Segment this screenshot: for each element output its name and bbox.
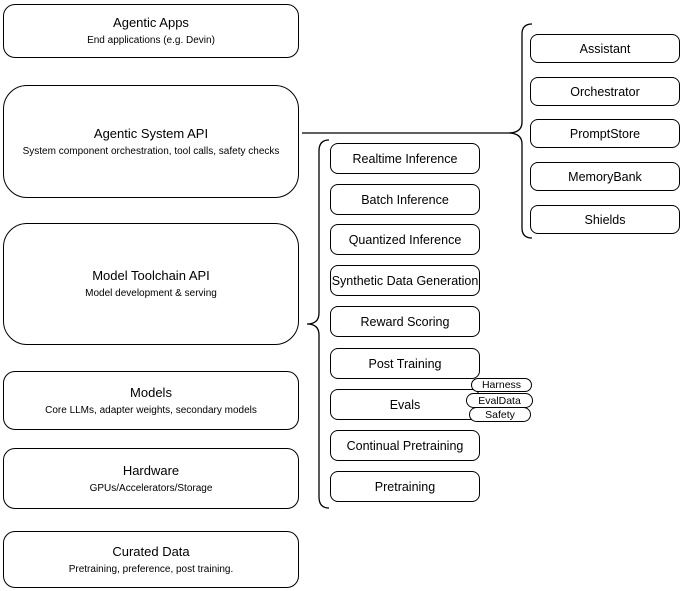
node-title: Model Toolchain API	[92, 268, 210, 283]
node-subtitle: End applications (e.g. Devin)	[87, 35, 215, 46]
node-title: Hardware	[122, 462, 180, 478]
node-agentic-apps: Agentic Apps End applications (e.g. Devi…	[3, 4, 299, 58]
node-title: Models	[130, 384, 172, 400]
brace-toolchain-items	[306, 139, 330, 509]
toolchain-item-continual-pretraining: Continual Pretraining	[330, 430, 480, 461]
brace-system-components	[507, 23, 533, 239]
node-hardware: Hardware GPUs/Accelerators/Storage	[3, 448, 299, 509]
node-curated-data: Curated Data Pretraining, preference, po…	[3, 531, 299, 588]
node-model-toolchain-api: Model Toolchain API Model development & …	[3, 223, 299, 345]
component-assistant: Assistant	[530, 34, 680, 63]
node-models: Models Core LLMs, adapter weights, secon…	[3, 371, 299, 430]
component-memorybank: MemoryBank	[530, 162, 680, 191]
toolchain-item-post-training: Post Training	[330, 348, 480, 379]
tag-safety: Safety	[469, 407, 531, 422]
node-label: PromptStore	[569, 126, 641, 141]
toolchain-item-quantized-inference: Quantized Inference	[330, 224, 480, 255]
toolchain-item-batch-inference: Batch Inference	[330, 184, 480, 215]
component-orchestrator: Orchestrator	[530, 77, 680, 106]
node-subtitle: Core LLMs, adapter weights, secondary mo…	[45, 404, 257, 416]
node-label: Shields	[584, 212, 626, 227]
node-title: Agentic System API	[93, 125, 209, 141]
node-label: Realtime Inference	[352, 151, 458, 166]
node-label: Continual Pretraining	[346, 438, 464, 453]
toolchain-item-realtime-inference: Realtime Inference	[330, 143, 480, 174]
tag-harness: Harness	[471, 378, 532, 392]
node-label: Post Training	[368, 356, 442, 371]
node-label: Synthetic Data Generation	[331, 273, 479, 288]
node-title: Curated Data	[112, 543, 190, 559]
tag-label: Safety	[485, 408, 515, 421]
node-subtitle: Pretraining, preference, post training.	[68, 563, 234, 575]
node-label: Evals	[389, 397, 421, 412]
node-label: Pretraining	[374, 479, 436, 494]
node-title: Agentic Apps	[113, 15, 189, 30]
node-subtitle: GPUs/Accelerators/Storage	[89, 482, 213, 494]
node-label: Assistant	[579, 41, 631, 56]
node-subtitle: Model development & serving	[85, 288, 217, 299]
node-label: MemoryBank	[568, 169, 642, 184]
tag-evaldata: EvalData	[466, 393, 533, 408]
node-label: Reward Scoring	[360, 314, 450, 329]
tag-label: Harness	[481, 379, 522, 391]
node-label: Batch Inference	[361, 192, 449, 207]
toolchain-item-evals: Evals	[330, 389, 480, 420]
toolchain-item-pretraining: Pretraining	[330, 471, 480, 502]
node-label: Quantized Inference	[348, 232, 462, 247]
node-agentic-system-api: Agentic System API System component orch…	[3, 85, 299, 198]
node-label: Orchestrator	[570, 84, 640, 99]
toolchain-item-reward-scoring: Reward Scoring	[330, 306, 480, 337]
component-shields: Shields	[530, 205, 680, 234]
component-promptstore: PromptStore	[530, 119, 680, 148]
node-subtitle: System component orchestration, tool cal…	[22, 145, 280, 157]
tag-label: EvalData	[478, 394, 521, 407]
toolchain-item-synthetic-data-generation: Synthetic Data Generation	[330, 265, 480, 296]
